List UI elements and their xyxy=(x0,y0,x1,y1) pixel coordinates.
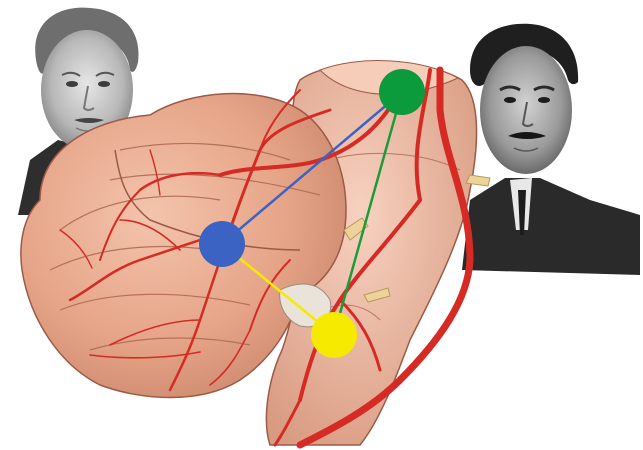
yellow-marker xyxy=(311,312,357,358)
portrait-right xyxy=(462,24,640,275)
blue-marker xyxy=(199,221,245,267)
green-marker xyxy=(379,69,425,115)
